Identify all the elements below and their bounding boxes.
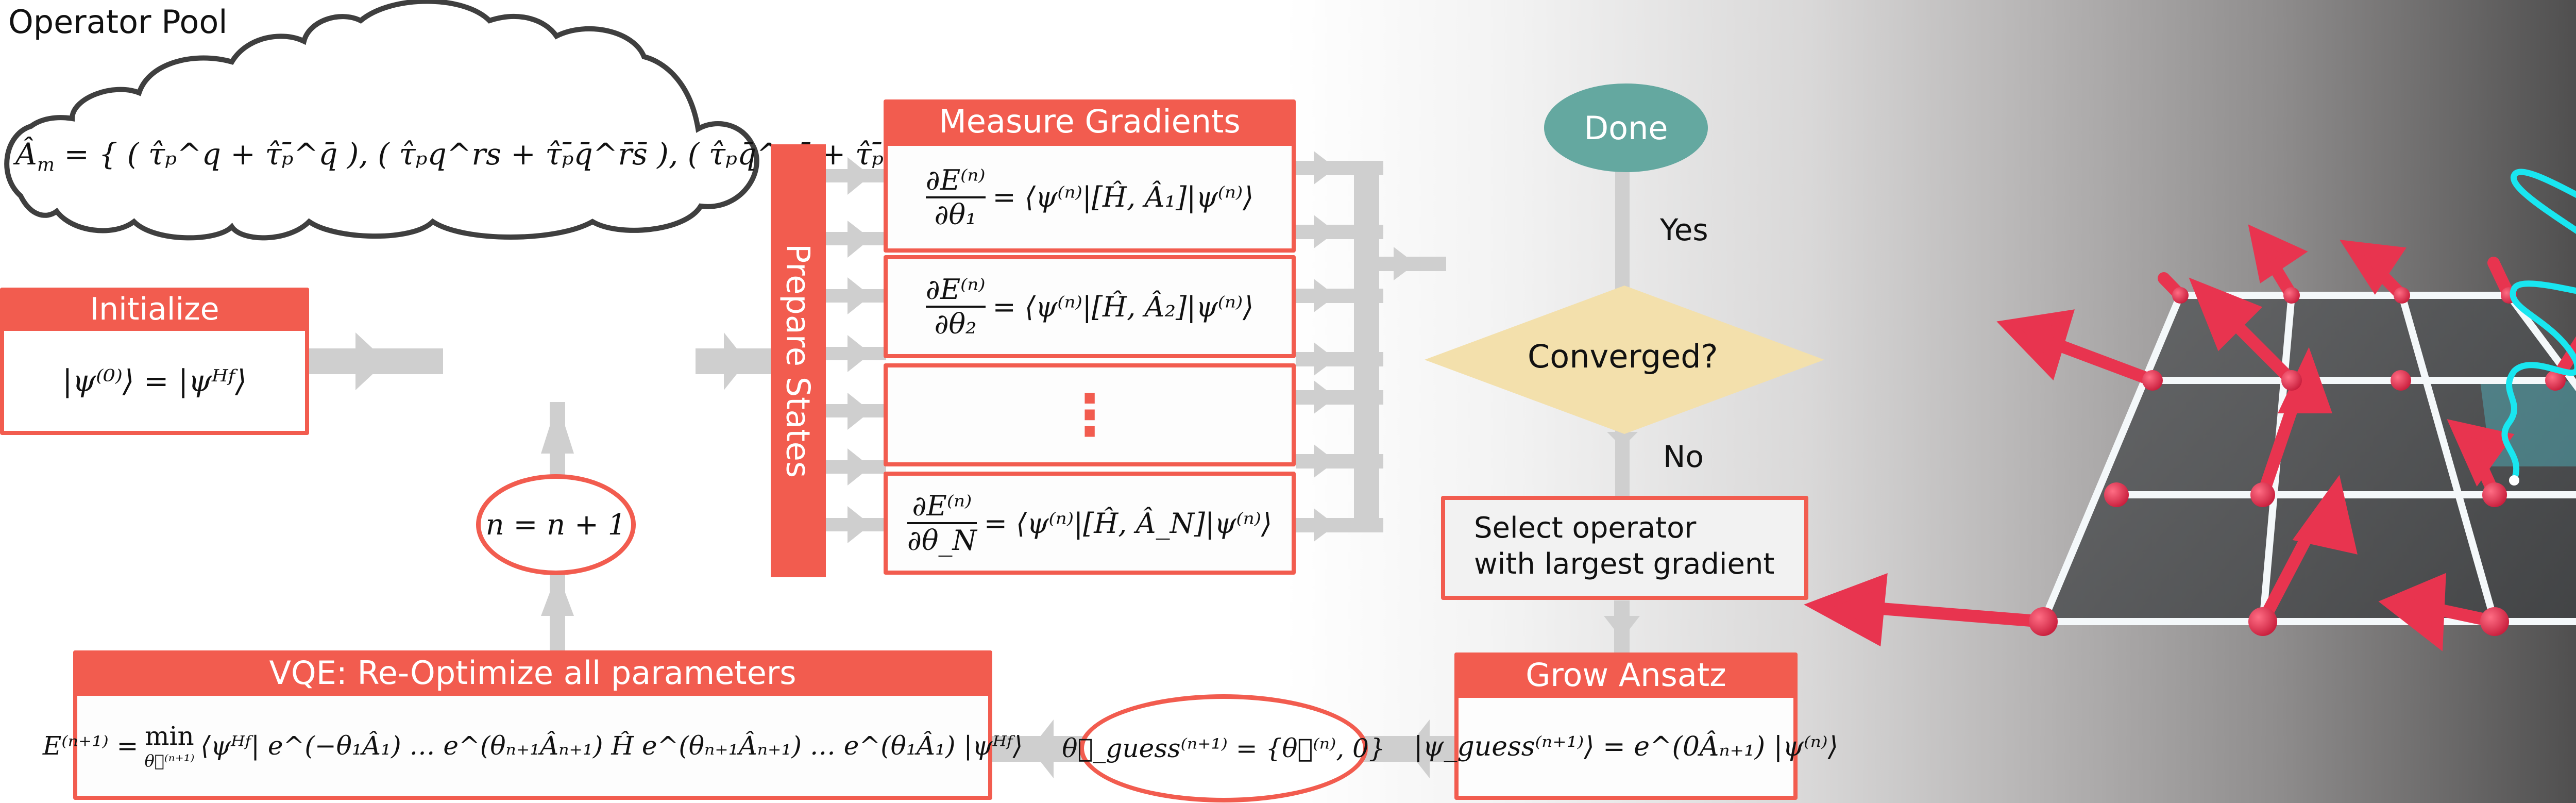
select-operator-box: Select operator with largest gradient — [1441, 496, 1808, 600]
no-label: No — [1663, 439, 1704, 474]
operator-symbol: Â — [15, 137, 37, 172]
select-operator-text: Select operator with largest gradient — [1474, 510, 1774, 582]
select-operator-line-1: Select operator — [1474, 511, 1697, 545]
photon-source — [2509, 475, 2519, 486]
gradient-numerator: ∂E⁽ⁿ⁾ — [912, 490, 972, 522]
arrow-to-decision-head — [1394, 247, 1416, 280]
vqe-title: VQE: Re-Optimize all parameters — [73, 650, 992, 696]
arrow-vqe-head — [1030, 720, 1054, 778]
initialize-title: Initialize — [0, 288, 309, 331]
arrow-grow-head — [1604, 616, 1640, 639]
vqe-box: VQE: Re-Optimize all parameters E⁽ⁿ⁺¹⁾ =… — [43, 650, 1023, 800]
gradient-numerator: ∂E⁽ⁿ⁾ — [925, 163, 986, 196]
measure-gradients-title: Measure Gradients — [884, 99, 1296, 144]
arrow-init-head — [355, 332, 386, 390]
lattice-nodes — [2029, 287, 2566, 636]
gradient-numerator: ∂E⁽ⁿ⁾ — [925, 273, 986, 306]
gradient-box-ellipsis: ⋮ — [884, 363, 1296, 466]
prepare-states-bar: Prepare States — [771, 144, 826, 577]
arrow-prepare-in-head — [724, 332, 747, 390]
arrow-inc-up-head — [541, 402, 574, 454]
grow-ansatz-box: Grow Ansatz |ψ_guess⁽ⁿ⁺¹⁾⟩ = e^(0Âₙ₊₁) |… — [1414, 653, 1838, 800]
done-label: Done — [1584, 109, 1668, 147]
arrow-no-head — [1607, 432, 1638, 447]
spin-arrows — [1804, 224, 2576, 651]
arrow-vqe-up-head — [541, 572, 574, 616]
vertical-ellipsis-icon: ⋮ — [1061, 382, 1118, 448]
vqe-min-subscript: θ⃗⁽ⁿ⁺¹⁾ — [144, 751, 195, 771]
grow-ansatz-title: Grow Ansatz — [1454, 653, 1798, 698]
gradient-expectation: = ⟨ψ⁽ⁿ⁾|[Ĥ, Â₁]|ψ⁽ⁿ⁾⟩ — [992, 181, 1254, 213]
increment-node: n = n + 1 — [476, 474, 636, 575]
gradient-denominator: ∂θ_N — [907, 524, 977, 557]
gradient-formula-1: ∂E⁽ⁿ⁾ ∂θ₁ = ⟨ψ⁽ⁿ⁾|[Ĥ, Â₁]|ψ⁽ⁿ⁾⟩ — [888, 146, 1292, 248]
photon-helix — [2501, 169, 2576, 482]
gradient-formula-2: ∂E⁽ⁿ⁾ ∂θ₂ = ⟨ψ⁽ⁿ⁾|[Ĥ, Â₂]|ψ⁽ⁿ⁾⟩ — [888, 259, 1292, 354]
vqe-min: min — [145, 721, 194, 751]
vqe-rhs: ⟨ψᴴᶠ| e^(−θ₁Â₁) … e^(θₙ₊₁Âₙ₊₁) Ĥ e^(θₙ₊₁… — [200, 731, 1023, 761]
select-operator-line-2: with largest gradient — [1474, 547, 1775, 581]
operator-pool-formula: Âm = { ( τ̂ₚ^q + τ̂ₚ̄^q̄ ), ( τ̂ₚq^rs + … — [15, 137, 1007, 176]
decision-label: Converged? — [1528, 338, 1718, 375]
gradient-denominator: ∂θ₁ — [934, 198, 977, 231]
operator-pool-cloud — [4, 0, 759, 241]
gradient-box-n: ∂E⁽ⁿ⁾ ∂θ_N = ⟨ψ⁽ⁿ⁾|[Ĥ, Â_N]|ψ⁽ⁿ⁾⟩ — [884, 472, 1296, 575]
theta-guess-node: θ⃗_guess⁽ⁿ⁺¹⁾ = {θ⃗⁽ⁿ⁾, 0} — [1062, 694, 1385, 802]
theta-guess-formula: θ⃗_guess⁽ⁿ⁺¹⁾ = {θ⃗⁽ⁿ⁾, 0} — [1062, 733, 1385, 763]
operator-pool-title: Operator Pool — [8, 3, 228, 41]
done-terminal: Done — [1544, 83, 1708, 172]
operator-subscript: m — [37, 154, 55, 176]
gradient-box-2: ∂E⁽ⁿ⁾ ∂θ₂ = ⟨ψ⁽ⁿ⁾|[Ĥ, Â₂]|ψ⁽ⁿ⁾⟩ — [884, 255, 1296, 358]
grow-ansatz-formula: |ψ_guess⁽ⁿ⁺¹⁾⟩ = e^(0Âₙ₊₁) |ψ⁽ⁿ⁾⟩ — [1414, 731, 1838, 762]
gradient-formula-n: ∂E⁽ⁿ⁾ ∂θ_N = ⟨ψ⁽ⁿ⁾|[Ĥ, Â_N]|ψ⁽ⁿ⁾⟩ — [888, 476, 1292, 571]
yes-label: Yes — [1660, 212, 1708, 247]
initialize-formula: |ψ⁽⁰⁾⟩ = |ψᴴᶠ⟩ — [62, 363, 247, 398]
operator-set: = { ( τ̂ₚ^q + τ̂ₚ̄^q̄ ), ( τ̂ₚq^rs + τ̂ₚ… — [54, 137, 1007, 172]
increment-formula: n = n + 1 — [485, 508, 626, 542]
initialize-box: Initialize |ψ⁽⁰⁾⟩ = |ψᴴᶠ⟩ — [0, 288, 309, 435]
vqe-formula: E⁽ⁿ⁺¹⁾ = min θ⃗⁽ⁿ⁺¹⁾ ⟨ψᴴᶠ| e^(−θ₁Â₁) … e… — [43, 696, 1023, 796]
gradient-expectation: = ⟨ψ⁽ⁿ⁾|[Ĥ, Â₂]|ψ⁽ⁿ⁾⟩ — [992, 290, 1254, 323]
gradient-box-1: ∂E⁽ⁿ⁾ ∂θ₁ = ⟨ψ⁽ⁿ⁾|[Ĥ, Â₁]|ψ⁽ⁿ⁾⟩ — [884, 142, 1296, 253]
gradient-denominator: ∂θ₂ — [934, 308, 977, 340]
vqe-lhs: E⁽ⁿ⁺¹⁾ = — [42, 731, 139, 761]
gradient-expectation: = ⟨ψ⁽ⁿ⁾|[Ĥ, Â_N]|ψ⁽ⁿ⁾⟩ — [984, 507, 1272, 540]
arrow-theta-head — [1406, 720, 1430, 778]
